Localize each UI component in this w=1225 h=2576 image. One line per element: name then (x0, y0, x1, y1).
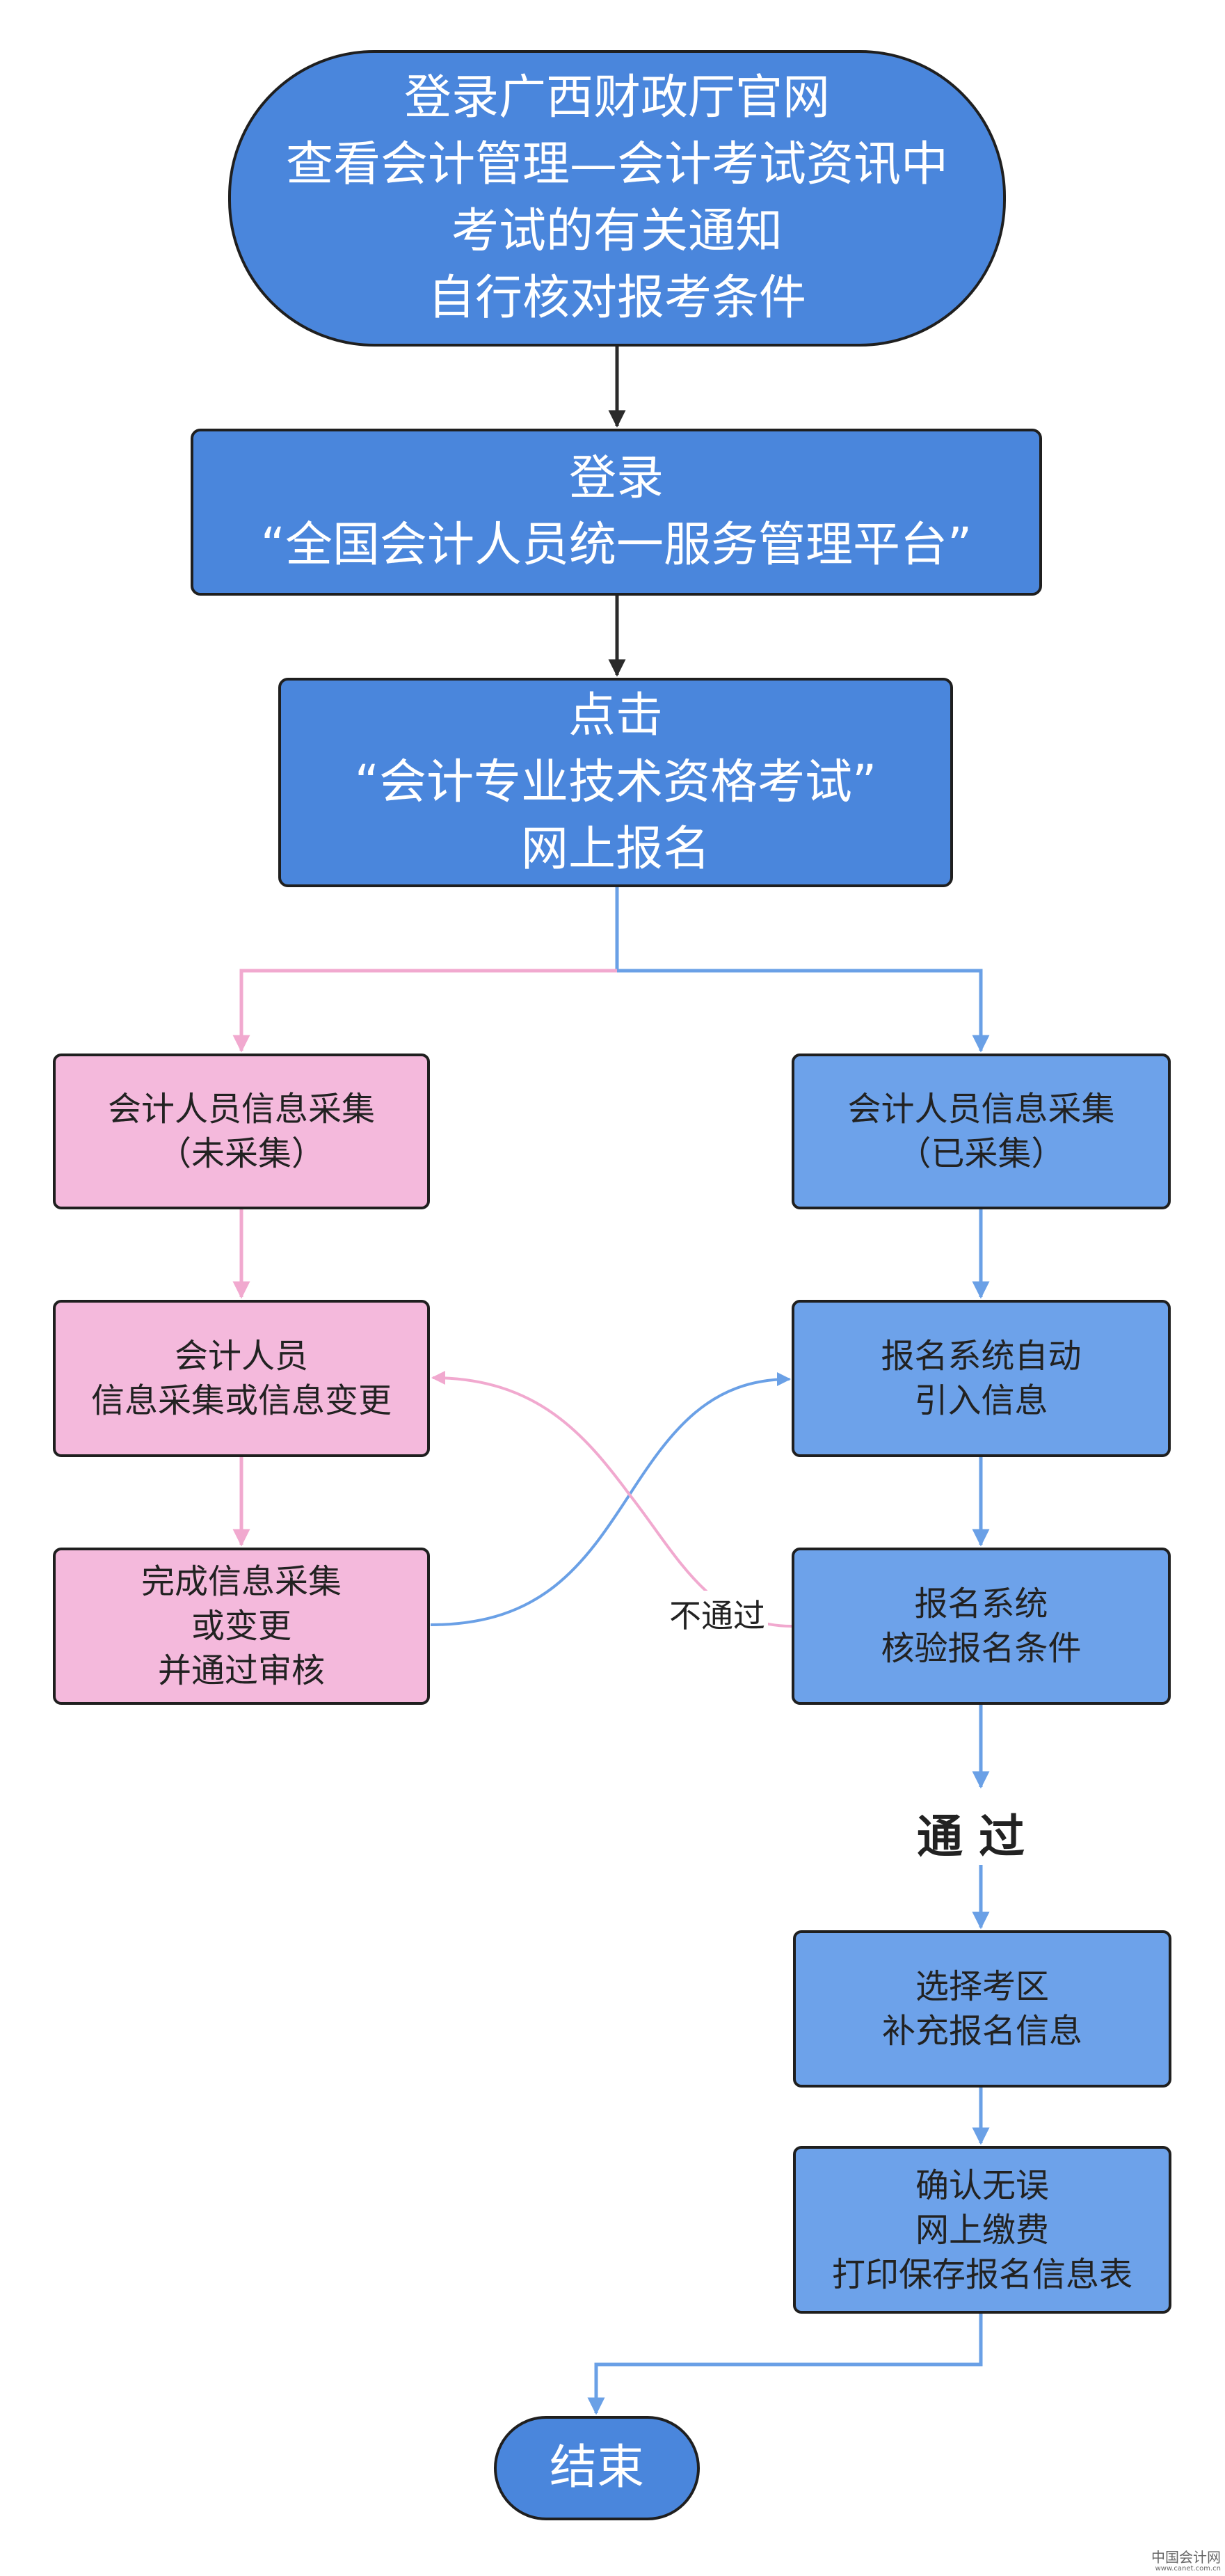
choose-node: 选择考区 补充报名信息 (793, 1930, 1171, 2088)
confirm-text-2: 网上缴费 (915, 2210, 1049, 2250)
watermark-line-1: 中国会计网 (1151, 2549, 1221, 2566)
left-done-text-1: 完成信息采集 (141, 1562, 342, 1601)
right-auto-node: 报名系统自动 引入信息 (792, 1300, 1171, 1457)
arrow-click-to-left-collect (232, 969, 617, 1053)
watermark: 中国会计网 www.canet.com.cn (1151, 2550, 1221, 2573)
arrow-confirm-to-end (587, 2314, 983, 2415)
right-collect-node: 会计人员信息采集 （已采集） (792, 1054, 1171, 1209)
right-verify-node: 报名系统 核验报名条件 (792, 1548, 1171, 1705)
left-change-text-2: 信息采集或信息变更 (90, 1381, 392, 1420)
right-auto-text-2: 引入信息 (914, 1381, 1048, 1420)
confirm-text-1: 确认无误 (915, 2165, 1049, 2205)
click-text-3: 网上报名 (520, 821, 710, 877)
confirm-text-3: 打印保存报名信息表 (831, 2255, 1132, 2294)
end-text: 结束 (549, 2440, 644, 2495)
right-collect-text-2: （已采集） (897, 1134, 1065, 1173)
right-verify-text-2: 核验报名条件 (881, 1629, 1082, 1668)
arrow-done-to-auto-curve (430, 1372, 791, 1626)
start-text-1: 登录广西财政厅官网 (403, 70, 830, 125)
start-text-4: 自行核对报考条件 (427, 271, 806, 326)
left-collect-text-1: 会计人员信息采集 (107, 1090, 375, 1129)
click-node: 点击 “会计专业技术资格考试” 网上报名 (278, 678, 953, 887)
left-change-node: 会计人员 信息采集或信息变更 (53, 1300, 430, 1457)
choose-text-2: 补充报名信息 (881, 2012, 1082, 2051)
end-node: 结束 (494, 2416, 700, 2520)
start-text-3: 考试的有关通知 (451, 204, 783, 259)
left-collect-node: 会计人员信息采集 （未采集） (53, 1054, 430, 1209)
left-done-node: 完成信息采集 或变更 并通过审核 (53, 1548, 430, 1705)
right-auto-text-1: 报名系统自动 (881, 1337, 1082, 1376)
login-text-2: “全国会计人员统一服务管理平台” (260, 518, 972, 573)
login-node: 登录 “全国会计人员统一服务管理平台” (191, 429, 1042, 596)
arrow-not-pass-to-change-curve (431, 1371, 792, 1628)
left-collect-text-2: （未采集） (157, 1134, 325, 1173)
confirm-node: 确认无误 网上缴费 打印保存报名信息表 (793, 2146, 1171, 2314)
choose-text-1: 选择考区 (915, 1967, 1049, 2006)
right-collect-text-1: 会计人员信息采集 (847, 1090, 1115, 1129)
click-text-2: “会计专业技术资格考试” (354, 754, 877, 810)
left-done-text-3: 并通过审核 (157, 1651, 325, 1690)
arrow-click-to-right-collect (615, 887, 990, 1053)
right-verify-text-1: 报名系统 (914, 1584, 1048, 1623)
login-text-1: 登录 (568, 451, 664, 506)
watermark-line-2: www.canet.com.cn (1155, 2565, 1221, 2573)
start-node: 登录广西财政厅官网 查看会计管理—会计考试资讯中 考试的有关通知 自行核对报考条… (228, 50, 1006, 347)
left-done-text-2: 或变更 (191, 1607, 291, 1646)
left-change-text-1: 会计人员 (174, 1337, 308, 1376)
click-text-1: 点击 (568, 687, 663, 743)
not-pass-label: 不通过 (666, 1591, 768, 1637)
start-text-2: 查看会计管理—会计考试资讯中 (285, 137, 948, 192)
pass-label: 通 过 (917, 1810, 1025, 1863)
